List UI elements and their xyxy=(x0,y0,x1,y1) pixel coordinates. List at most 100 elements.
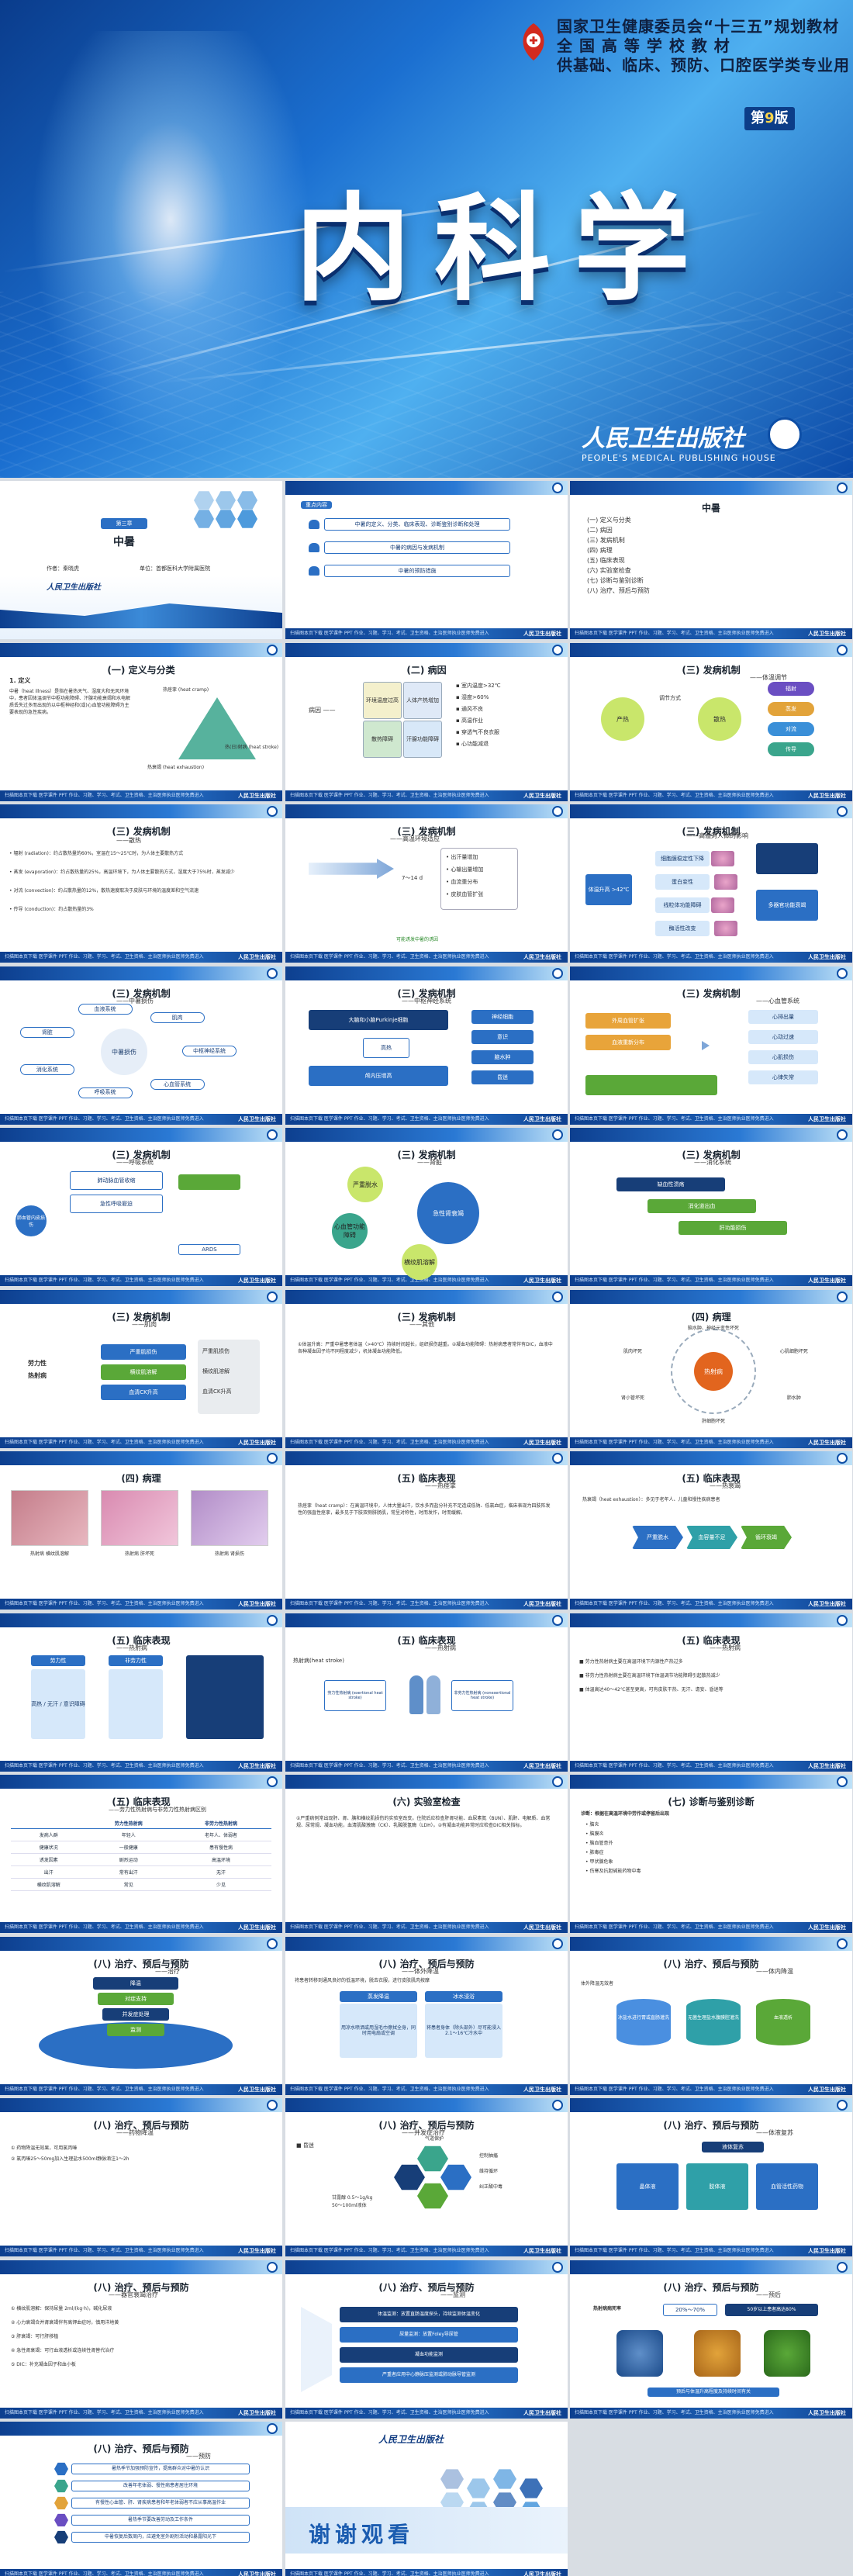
kidney-cause: 心血管功能障碍 xyxy=(332,1213,368,1249)
slide-subtitle: ——肌肉 xyxy=(132,1321,157,1328)
organ-ring xyxy=(671,1329,756,1414)
effect-box: 蛋白变性 xyxy=(655,874,710,890)
slide-subtitle: ——体外降温 xyxy=(402,1968,439,1975)
cylinder-shape xyxy=(686,1999,741,2045)
stroke-fig: 劳力性热射病 (exertional heat stroke) xyxy=(324,1680,386,1711)
cooling-col-body: 将患者身体（除头部外）尽可能浸入2.1～16℃冷水中 xyxy=(425,2004,502,2058)
slide-top-bar xyxy=(570,2098,852,2112)
slide-title: (三) 发病机制 xyxy=(397,1150,456,1160)
footer-publisher: 人民卫生出版社 xyxy=(808,1924,846,1931)
slide-footer: 扫描图本页下载 医学课件 PPT 作业、习题、学习、考试、卫生资格、主治医师执业… xyxy=(570,1437,852,1448)
cardio-banner xyxy=(585,1075,717,1095)
seal-icon xyxy=(267,1938,278,1949)
exhaustion-step: 严重脱水 xyxy=(632,1526,683,1549)
comp-note: 甘露醇 0.5～1g/kg xyxy=(332,2195,373,2201)
header-line: 全 国 高 等 学 校 教 材 xyxy=(557,36,730,55)
slide-footer: 扫描图本页下载 医学课件 PPT 作业、习题、学习、考试、卫生资格、主治医师执业… xyxy=(0,1437,282,1448)
slide-s36: 扫描图本页下载 医学课件 PPT 作业、习题、学习、考试、卫生资格、主治医师执业… xyxy=(570,2260,852,2419)
toc-item: (三) 发病机制 xyxy=(587,537,625,544)
chapter-label: 第三章 xyxy=(101,518,147,529)
hex-node-icon xyxy=(394,2164,425,2190)
comp-center: 气道保护 xyxy=(425,2136,444,2142)
definition-text: 中暑（heat illness）是指在暑热天气、湿度大和无风环境中，患者因体温调… xyxy=(9,689,131,715)
slide-s6: 扫描图本页下载 医学课件 PPT 作业、习题、学习、考试、卫生资格、主治医师执业… xyxy=(570,643,852,801)
seal-icon xyxy=(552,1938,563,1949)
slide-top-bar xyxy=(285,966,568,980)
footer-publisher: 人民卫生出版社 xyxy=(808,1278,846,1284)
slide-top-bar xyxy=(285,1290,568,1304)
monitor-row: 尿量监测：放置Foley导尿管 xyxy=(340,2327,518,2343)
heat-loss-item: • 蒸发 (evaporation)：约占散热量的25%，高温环境下，为人体主要… xyxy=(9,870,235,875)
comp-item: 纠正酸中毒 xyxy=(479,2184,503,2190)
slide-s10: 扫描图本页下载 医学课件 PPT 作业、习题、学习、考试、卫生资格、主治医师执业… xyxy=(0,966,282,1125)
hex-node-icon xyxy=(417,2146,448,2172)
histology-image xyxy=(101,1490,178,1546)
crowd-icon xyxy=(616,2330,663,2377)
slide-subtitle: ——中暑损伤 xyxy=(116,998,154,1004)
slide-title: (三) 发病机制 xyxy=(112,988,171,999)
slide-footer: 扫描图本页下载 医学课件 PPT 作业、习题、学习、考试、卫生资格、主治医师执业… xyxy=(570,2246,852,2256)
prognosis-label: 热射病病死率 xyxy=(593,2306,622,2311)
col-body xyxy=(109,1669,163,1739)
footer-publisher: 人民卫生出版社 xyxy=(523,2571,561,2576)
cause-label: 病因 —— xyxy=(309,707,336,714)
author-text: 作者：秦晓虎 xyxy=(47,565,79,572)
slide-s7: 扫描图本页下载 医学课件 PPT 作业、习题、学习、考试、卫生资格、主治医师执业… xyxy=(0,804,282,963)
slide-title: (四) 病理 xyxy=(121,1473,161,1484)
ards-box: ARDS xyxy=(178,1244,240,1255)
prognosis-bottom: 预后与体温升高程度及持续时间有关 xyxy=(648,2388,779,2397)
seal-icon xyxy=(552,806,563,817)
slide-title: 中暑 xyxy=(701,503,720,513)
slide-s33: 扫描图本页下载 医学课件 PPT 作业、习题、学习、考试、卫生资格、主治医师执业… xyxy=(570,2098,852,2256)
table-cell: 发病人群 xyxy=(11,1828,87,1841)
seal-icon xyxy=(837,1615,848,1626)
slide-top-bar xyxy=(285,2260,568,2274)
seal-icon xyxy=(552,482,563,493)
prevention-item: 暑热季节加强预防宣传，提高群众对中暑的认识 xyxy=(71,2464,250,2474)
seal-icon xyxy=(837,968,848,979)
seal-icon xyxy=(267,2423,278,2434)
hex-decoration-icon xyxy=(467,2478,490,2498)
cover-network-pattern xyxy=(0,292,853,478)
slide-s30: 扫描图本页下载 医学课件 PPT 作业、习题、学习、考试、卫生资格、主治医师执业… xyxy=(570,1937,852,2095)
pathology-item: 心肌细胞坏死 xyxy=(779,1349,808,1354)
cover-title: 内科学 xyxy=(295,181,714,317)
cylinder-shape xyxy=(756,1999,810,2045)
core-temp-box: 体温升高 >42℃ xyxy=(585,874,632,905)
drug-item: ① 药物降温无效果，可用氯丙嗪 xyxy=(11,2146,78,2151)
histology-caption: 热射病 肾损伤 xyxy=(215,1551,244,1557)
cooling-text: 将患者转移到通风良好的低温环境，脱去衣服，进行皮肤肌肉按摩 xyxy=(295,1978,430,1983)
lab-text: ①严重病例常出现肝、肾、胰和横纹肌损伤的实验室改变。住院后应检查肝肾功能、血尿素… xyxy=(296,1816,551,1828)
edition-badge: 第9版 xyxy=(744,107,795,130)
slide-title: (八) 治疗、预后与预防 xyxy=(93,2282,189,2293)
slide-title: (三) 发病机制 xyxy=(112,1312,171,1323)
table-cell: 横纹肌溶解 xyxy=(11,1878,87,1891)
header-line: 国家卫生健康委员会“十三五”规划教材 xyxy=(557,17,840,36)
slide-top-bar xyxy=(0,1937,282,1951)
slide-title: (五) 临床表现 xyxy=(112,1635,171,1646)
slide-subtitle: ——热射病 xyxy=(710,1644,741,1651)
slide-top-bar xyxy=(285,1613,568,1627)
cylinder-shape xyxy=(616,1999,671,2045)
seal-icon xyxy=(837,645,848,655)
slide-s37: 扫描图本页下载 医学课件 PPT 作业、习题、学习、考试、卫生资格、主治医师执业… xyxy=(0,2422,282,2576)
muscle-result: 横纹肌溶解 xyxy=(202,1368,230,1374)
table-cell: 少见 xyxy=(170,1878,271,1891)
slide-title: (五) 临床表现 xyxy=(682,1635,741,1646)
slide-title: (八) 治疗、预后与预防 xyxy=(378,2282,475,2293)
prevention-item: 暑热季节要改善劳动及工作条件 xyxy=(71,2515,250,2526)
muscle-box: 横纹肌溶解 xyxy=(101,1364,186,1380)
footer-publisher: 人民卫生出版社 xyxy=(808,2248,846,2254)
cardio-effect: 心律失常 xyxy=(748,1070,818,1084)
toc-item: (一) 定义与分类 xyxy=(587,517,631,524)
slide-title: (六) 实验室检查 xyxy=(392,1796,461,1807)
slide-top-bar xyxy=(570,1128,852,1142)
hex-decoration-icon xyxy=(194,510,214,528)
cause-box: 环境温度过高 xyxy=(363,682,402,719)
heart-icon xyxy=(309,566,319,576)
footer-publisher: 人民卫生出版社 xyxy=(523,1601,561,1607)
empty-tile xyxy=(569,2419,851,2576)
slide-subtitle: ——药物降温 xyxy=(116,2129,154,2136)
slide-footer: 扫描图本页下载 医学课件 PPT 作业、习题、学习、考试、卫生资格、主治医师执业… xyxy=(0,2569,282,2576)
slide-s17: 扫描图本页下载 医学课件 PPT 作业、习题、学习、考试、卫生资格、主治医师执业… xyxy=(285,1290,568,1448)
